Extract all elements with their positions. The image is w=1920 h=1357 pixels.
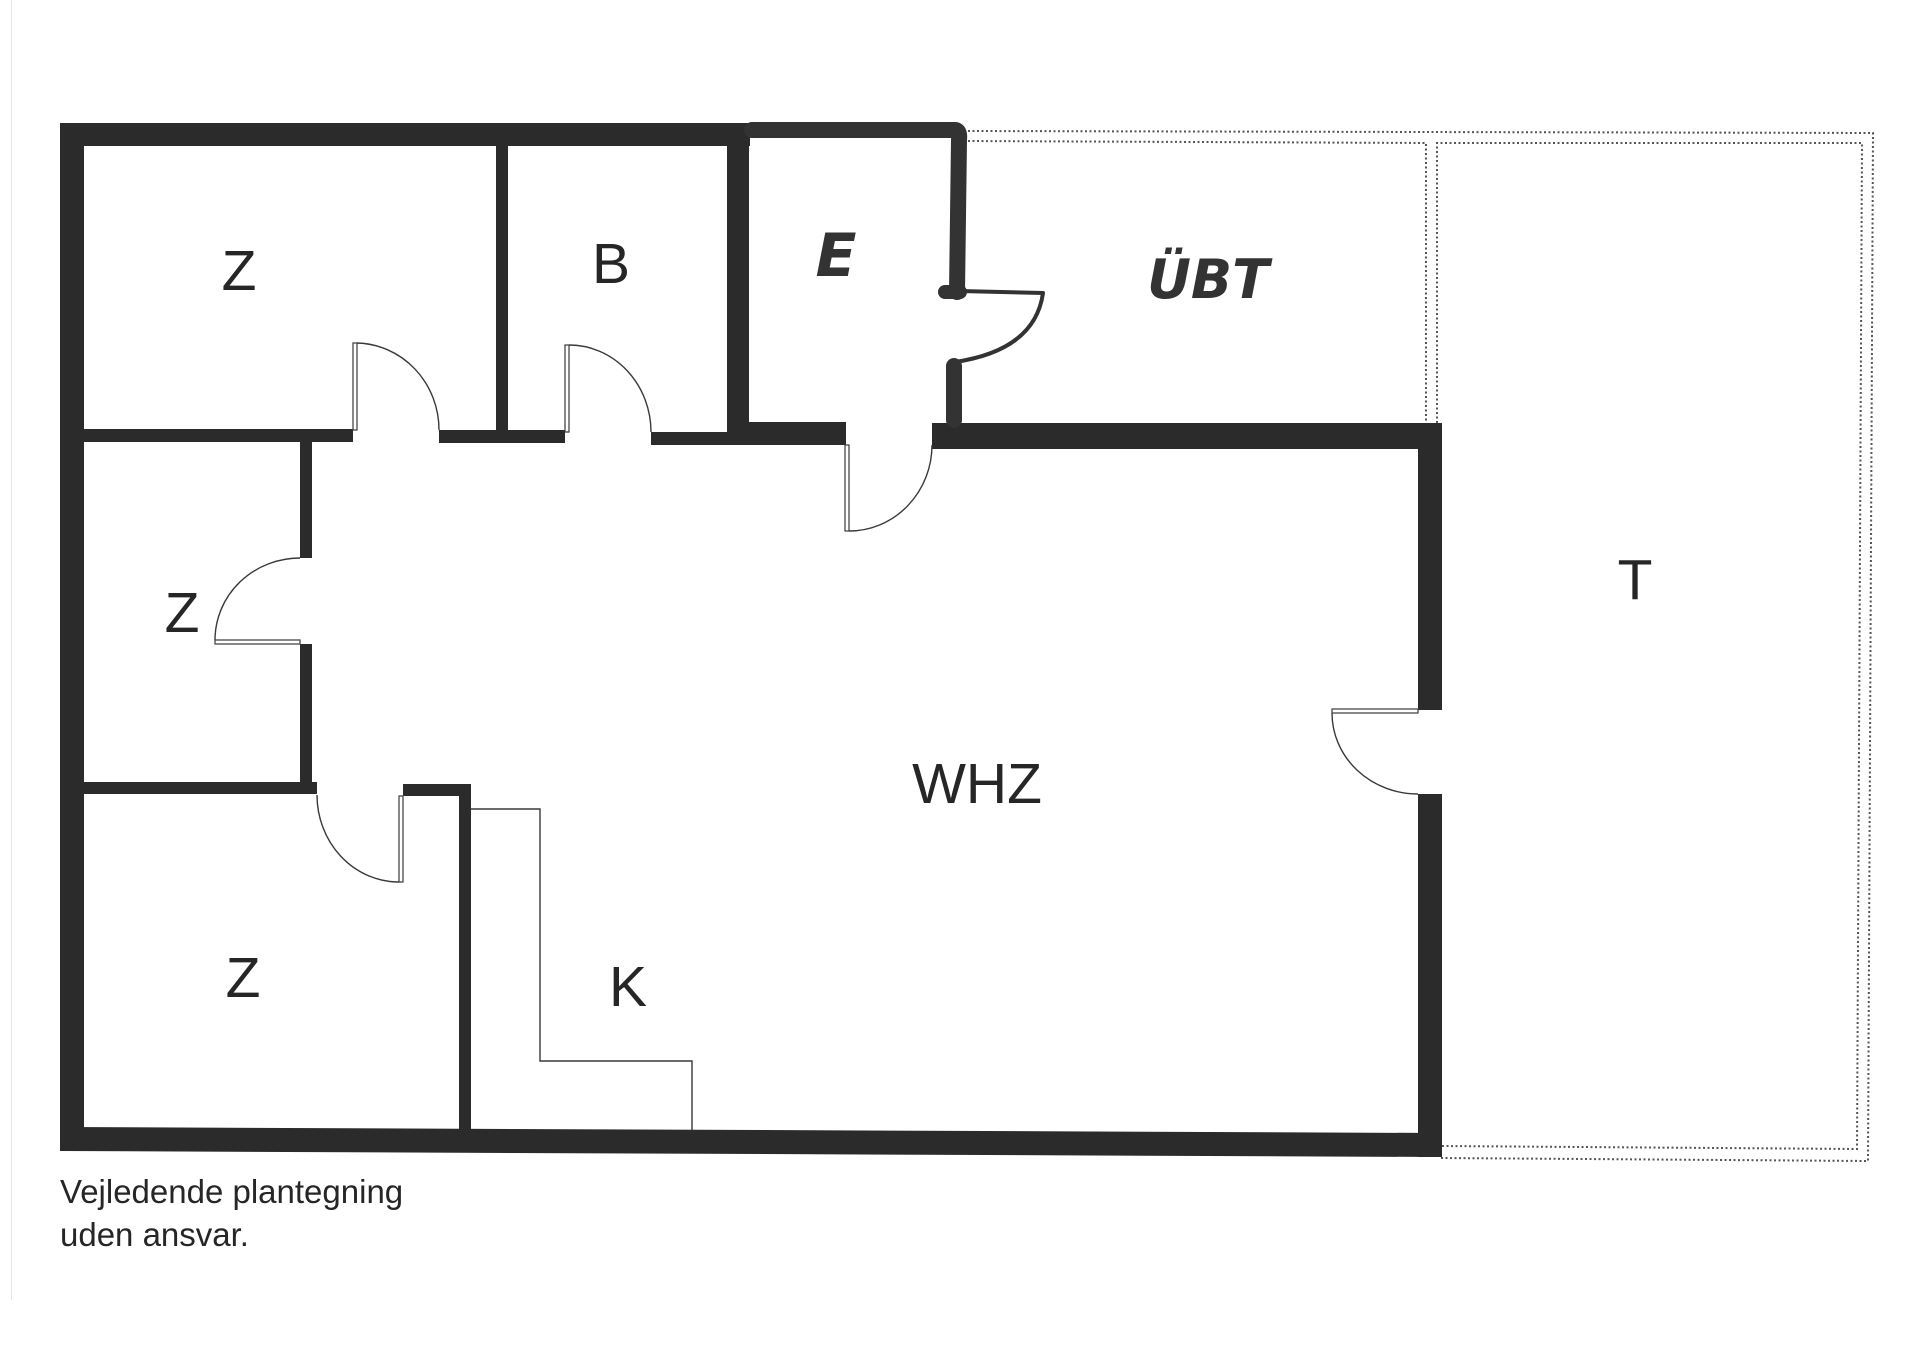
room-label-whz: WHZ [912,752,1042,816]
room-label-b: B [592,232,630,296]
room-labels: Z B E ÜBT Z WHZ T Z K [165,221,1653,1019]
outer-walls [60,123,1442,1157]
marker-walls [744,122,1045,428]
room-label-uebt: ÜBT [1147,248,1273,311]
door-leaf-terrace [1331,708,1419,714]
kitchen-counter [471,808,693,1130]
door-leaf-z3 [398,795,404,883]
room-label-e: E [816,221,857,291]
caption-line-1: Vejledende plantegning [60,1173,404,1210]
door-leaf-z1 [352,342,358,431]
door-arc-e [848,444,933,532]
terrace-outline [967,130,1875,1163]
scan-edge-line [11,0,12,1300]
disclaimer-caption: Vejledende plantegning uden ansvar. [60,1170,403,1256]
room-label-z3: Z [226,946,261,1010]
doors [214,342,1419,883]
room-label-z2: Z [165,581,200,645]
door-leaf-e [844,444,850,532]
door-arc-z3 [316,794,400,883]
door-leaf-b [564,344,570,433]
caption-line-2: uden ansvar. [60,1216,249,1253]
door-arc-terrace [1331,712,1419,795]
room-label-t: T [1618,548,1653,612]
door-arc-z1 [356,342,440,431]
interior-walls [84,123,846,1134]
door-arc-b [568,344,652,433]
room-label-k: K [609,955,647,1019]
door-leaf-z2 [214,639,301,645]
door-arc-z2 [214,557,301,641]
room-label-z1: Z [222,239,257,303]
